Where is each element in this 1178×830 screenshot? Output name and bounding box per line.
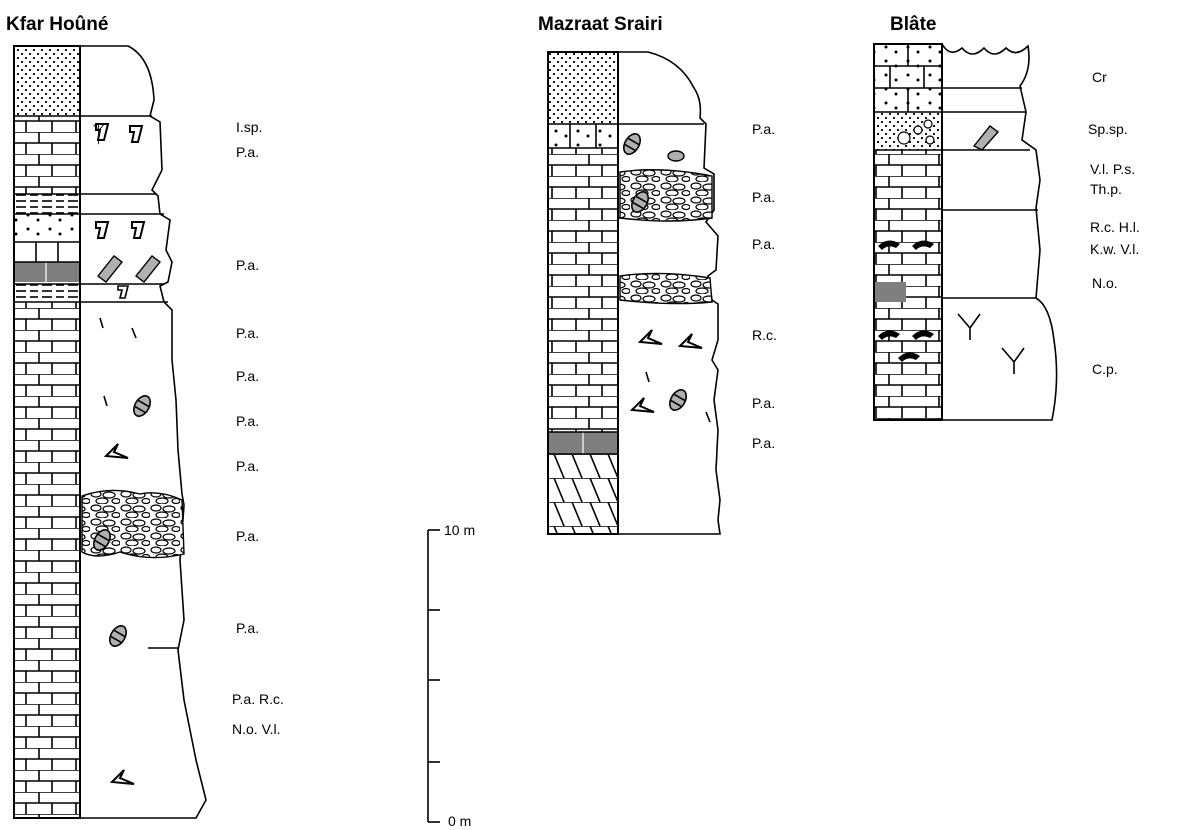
coral-icon: [640, 330, 662, 344]
gastropod-icon: [130, 393, 153, 419]
sandy-limestone-bed: [14, 214, 80, 242]
dark-shale-patch: [874, 282, 906, 302]
fossil-label: K.w. V.l.: [1090, 241, 1139, 257]
fossil-label: P.a.: [752, 236, 775, 252]
spine-icon: [100, 318, 103, 328]
sand-bed: [548, 52, 618, 124]
ooid-icon: [926, 136, 934, 144]
fossil-label: R.c. H.l.: [1090, 219, 1140, 235]
fossil-label: P.a.: [236, 257, 259, 273]
fossil-label: N.o.: [1092, 275, 1118, 291]
column-blate: [874, 44, 1057, 420]
spine-icon: [646, 372, 649, 382]
column-kfar-houne: [14, 46, 206, 818]
fossil-label: R.c.: [752, 327, 777, 343]
dark-shale-bed: [14, 262, 80, 282]
limestone-bed: [14, 302, 80, 818]
dolomite-bed: [548, 454, 618, 534]
scale-bar: 10 m 0 m: [428, 522, 475, 829]
coral-icon: [632, 398, 654, 412]
spine-icon: [706, 412, 710, 422]
fossil-label: Sp.sp.: [1088, 121, 1128, 137]
rudist-icon: [130, 126, 142, 142]
labels-kfar-houne: I.sp. P.a. P.a. P.a. P.a. P.a. P.a. P.a.…: [232, 119, 284, 737]
fossil-label: P.a.: [236, 620, 259, 636]
gastropod-icon: [106, 623, 129, 649]
fossil-label: Cr: [1092, 69, 1107, 85]
fossil-label: P.a.: [752, 189, 775, 205]
gastropod-icon: [620, 131, 643, 157]
fossil-label: P.a.: [752, 121, 775, 137]
marl-bed: [14, 194, 80, 214]
spine-icon: [132, 328, 136, 338]
fossil-label: V.l. P.s.: [1090, 161, 1135, 177]
bivalve-icon: [974, 126, 998, 150]
gastropod-icon: [666, 387, 689, 413]
spine-icon: [104, 396, 107, 406]
oyster-icon: [668, 151, 684, 161]
fossil-label: N.o. V.l.: [232, 721, 281, 737]
fossil-label: P.a.: [752, 435, 775, 451]
fossil-label: P.a.: [236, 368, 259, 384]
section-title-kfar-houne: Kfar Hoûné: [6, 14, 108, 35]
column-mazraat-srairi: [548, 52, 720, 534]
fossil-label: P.a. R.c.: [232, 691, 284, 707]
limestone-bed: [14, 242, 80, 262]
section-title-blate: Blâte: [890, 14, 936, 35]
ooid-icon: [924, 120, 932, 128]
conglomerate-bed: [620, 170, 712, 221]
sand-bed: [14, 46, 80, 116]
marl-bed: [14, 284, 80, 302]
scale-top-label: 10 m: [444, 522, 475, 538]
rudist-icon: [96, 222, 108, 238]
fossil-label: P.a.: [236, 144, 259, 160]
coral-icon: [106, 444, 128, 458]
fossil-label: I.sp.: [236, 119, 262, 135]
scale-bottom-label: 0 m: [448, 813, 471, 829]
fossil-label: P.a.: [236, 325, 259, 341]
section-title-mazraat-srairi: Mazraat Srairi: [538, 14, 663, 35]
fossil-symbols-kfar-houne: ᛉ: [90, 123, 160, 784]
ooid-icon: [914, 126, 922, 134]
labels-blate: Cr Sp.sp. V.l. P.s. Th.p. R.c. H.l. K.w.…: [1088, 69, 1140, 377]
fossil-label: P.a.: [236, 528, 259, 544]
bivalve-icon: [136, 256, 160, 282]
rudist-icon: [132, 222, 144, 238]
fossil-label: P.a.: [236, 458, 259, 474]
sandy-limestone-bed: [548, 124, 618, 148]
labels-mazraat-srairi: P.a. P.a. P.a. R.c. P.a. P.a.: [752, 121, 777, 451]
sand-bed: [874, 112, 942, 150]
limestone-bed: [548, 148, 618, 432]
fossil-label: Th.p.: [1090, 181, 1122, 197]
conglomerate-bed: [620, 273, 712, 303]
fossil-label: P.a.: [752, 395, 775, 411]
bivalve-icon: [98, 256, 122, 282]
plant-icon: [1002, 348, 1024, 374]
fossil-label: P.a.: [236, 413, 259, 429]
coral-icon: [112, 770, 134, 784]
plant-icon: [958, 314, 980, 340]
rudist-icon: [118, 286, 128, 298]
limestone-bed: [14, 116, 80, 194]
fossil-label: C.p.: [1092, 361, 1118, 377]
ooid-icon: [898, 132, 910, 144]
coral-icon: [680, 334, 702, 348]
